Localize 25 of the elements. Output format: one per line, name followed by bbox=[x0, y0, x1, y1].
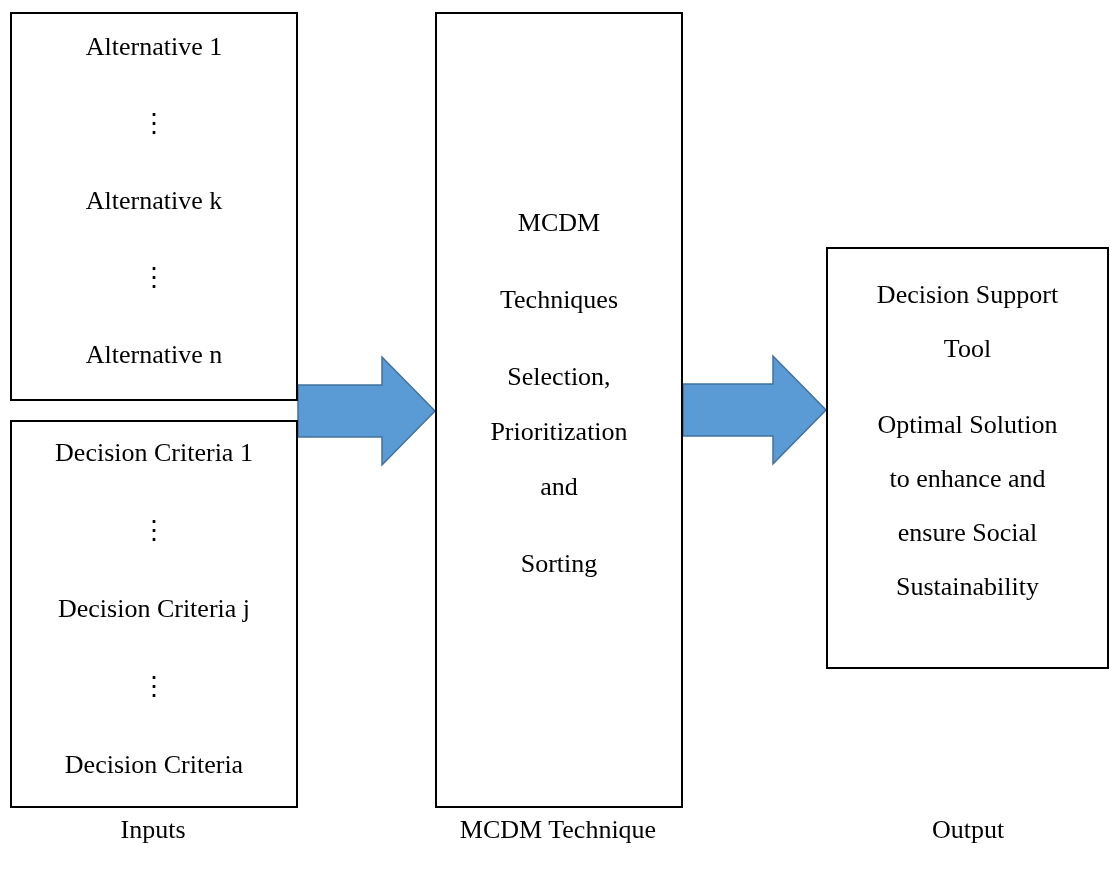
box-text: Decision Criteria 1 bbox=[54, 438, 254, 468]
box-text: Techniques bbox=[499, 284, 619, 316]
box-text: ⋮ bbox=[140, 672, 168, 702]
box-text: Sorting bbox=[519, 548, 599, 580]
box-text: Decision Criteria bbox=[63, 750, 245, 780]
box-text: Alternative k bbox=[84, 186, 224, 216]
column-label: Inputs bbox=[120, 815, 186, 845]
process-box bbox=[10, 420, 298, 808]
box-text: ⋮ bbox=[140, 263, 168, 293]
box-text: ⋮ bbox=[140, 516, 168, 546]
column-label: Output bbox=[931, 815, 1005, 845]
box-text: Alternative n bbox=[84, 340, 224, 370]
box-text: Optimal Solution to enhance and ensure Social Sustainability bbox=[876, 409, 1059, 603]
box-text: ⋮ bbox=[140, 109, 168, 139]
process-box bbox=[826, 247, 1109, 669]
process-box bbox=[435, 12, 683, 808]
box-text: MCDM bbox=[516, 207, 602, 239]
box-text: Selection, Prioritization and bbox=[489, 361, 629, 503]
box-text: Decision Support Tool bbox=[875, 279, 1060, 365]
box-text: Decision Criteria j bbox=[56, 594, 252, 624]
process-box bbox=[10, 12, 298, 401]
block-arrow bbox=[682, 354, 828, 466]
box-text: Alternative 1 bbox=[84, 32, 224, 62]
column-label: MCDM Technique bbox=[459, 815, 657, 845]
block-arrow bbox=[297, 355, 437, 467]
